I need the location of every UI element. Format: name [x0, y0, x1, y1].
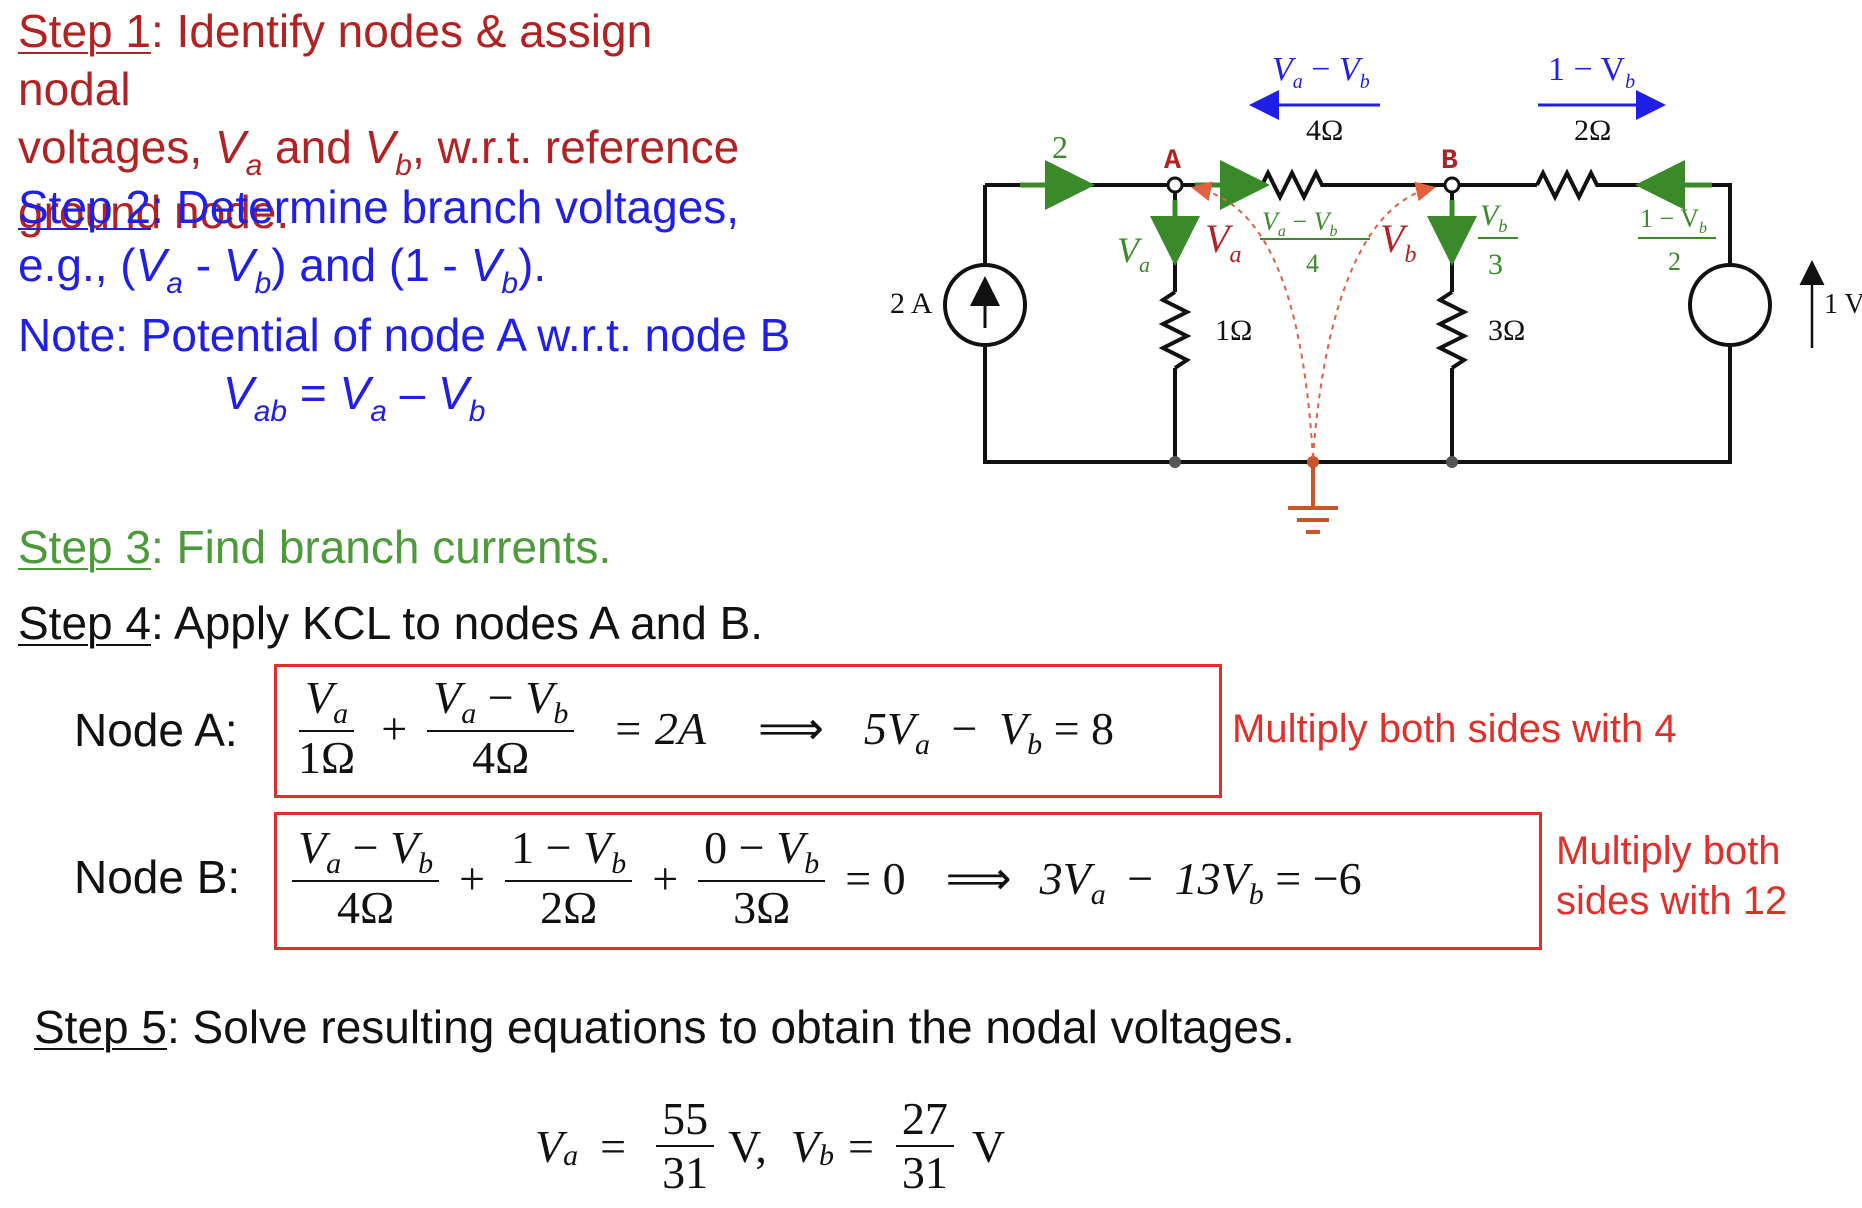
note-text: Note: Potential of node A w.r.t. node B …: [18, 309, 791, 428]
node-b-equation-box: [274, 812, 1542, 950]
ground-icon: [1288, 462, 1338, 534]
label-va-minus-vb: Va − Vb: [1272, 51, 1370, 93]
node-b-dot: [1443, 176, 1461, 194]
node-b-result: 3Va − 13Vb = −6: [1039, 852, 1362, 911]
node-a-frac-2: Va − Vb 4Ω: [427, 672, 575, 784]
node-b-note: Multiply both sides with 12: [1556, 829, 1788, 923]
step5-label: Step 5: [34, 1001, 167, 1053]
label-vb3-num: Vb: [1480, 199, 1507, 236]
label-va-left: Va: [1117, 230, 1150, 277]
vb-fraction: 27 31: [895, 1093, 954, 1199]
node-a-label: Node A:: [74, 704, 238, 756]
voltage-source: [1688, 263, 1772, 347]
label-r2c-den: 2: [1668, 247, 1681, 276]
step5-text: Step 5: Solve resulting equations to obt…: [34, 1001, 1295, 1053]
label-vb-curve: Vb: [1380, 216, 1416, 268]
label-vb3-den: 3: [1488, 248, 1503, 281]
potential-curve-a: [1191, 181, 1314, 459]
node-a-letter: A: [1164, 146, 1181, 177]
node-b-frac-2: 1 − Vb 2Ω: [505, 822, 633, 934]
node-a-result: 5Va − Vb = 8: [863, 702, 1115, 761]
label-2ohm: 2Ω: [1574, 114, 1611, 147]
label-va-curve: Va: [1205, 216, 1241, 268]
node-b-frac-1: Va − Vb 4Ω: [292, 822, 440, 934]
resistor-2ohm: [1535, 168, 1602, 202]
step4-label: Step 4: [18, 597, 151, 649]
node-b-equation: Va − Vb 4Ω + 1 − Vb 2Ω + 0 − Vb 3Ω = 0 ⟹…: [284, 818, 1362, 938]
step3-text: Step 3: Find branch currents.: [18, 521, 612, 573]
resistor-4ohm: [1260, 168, 1328, 202]
circuit-diagram: 2 A 1 V A B 2 Va − Vb 4Ω 1 − Vb 2Ω 1Ω 3Ω…: [890, 51, 1862, 534]
potential-curve-b: [1312, 181, 1436, 459]
resistor-3ohm: [1435, 290, 1469, 370]
voltage-source-label: 1 V: [1824, 289, 1862, 320]
label-1-minus-vb: 1 − Vb: [1548, 51, 1635, 93]
step3-label: Step 3: [18, 521, 151, 573]
node-bottom-a-dot: [1169, 456, 1181, 468]
node-b-label: Node B:: [74, 851, 241, 903]
node-b-frac-3: 0 − Vb 3Ω: [698, 822, 826, 934]
node-a-equation: Va 1Ω + Va − Vb 4Ω = 2A ⟹ 5Va − Vb = 8: [284, 670, 1114, 786]
current-source-label: 2 A: [890, 287, 933, 320]
node-a-note: Multiply both sides with 4: [1232, 707, 1677, 751]
node-b-letter: B: [1441, 146, 1458, 177]
wires: [983, 183, 1732, 464]
step2-text: Step 2: Determine branch voltages, e.g.,…: [18, 181, 740, 300]
label-r2c-num: 1 − Vb: [1640, 204, 1707, 237]
label-mid-fraction-den: 4: [1306, 249, 1319, 278]
step1-label: Step 1: [18, 5, 151, 57]
step2-label: Step 2: [18, 181, 151, 233]
label-3ohm: 3Ω: [1488, 314, 1525, 347]
label-4ohm: 4Ω: [1306, 114, 1343, 147]
label-mid-fraction-num: Va − Vb: [1262, 207, 1337, 240]
node-bottom-b-dot: [1446, 456, 1458, 468]
label-1ohm: 1Ω: [1215, 314, 1252, 347]
node-a-equation-box: [274, 664, 1222, 798]
node-a-frac-1: Va 1Ω: [298, 672, 356, 783]
va-fraction: 55 31: [656, 1093, 715, 1199]
resistor-1ohm: [1158, 290, 1192, 370]
step1-text: Step 1: Identify nodes & assign nodal vo…: [18, 5, 740, 238]
current-2-label: 2: [1052, 129, 1068, 165]
node-a-dot: [1166, 176, 1184, 194]
step4-text: Step 4: Apply KCL to nodes A and B.: [18, 597, 764, 649]
